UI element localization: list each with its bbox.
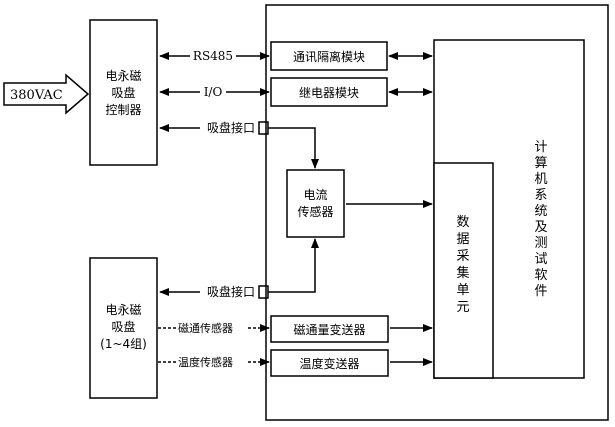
flux-sensor-label: 磁通传感器	[178, 322, 233, 335]
computer-label-char: 试	[534, 252, 547, 267]
computer-label-char: 测	[534, 236, 547, 251]
io-label: I/O	[204, 85, 223, 99]
controller-label-line1: 电永磁	[105, 68, 141, 83]
computer-label-char: 件	[534, 284, 547, 299]
daq-label-char: 单	[456, 283, 469, 298]
current-sensor-label-line2: 传感器	[297, 204, 333, 219]
daq-label-char: 元	[456, 300, 469, 315]
relay-module-box: 继电器模块	[270, 77, 388, 107]
daq-label-char: 集	[456, 265, 469, 281]
temp-sensor-label: 温度传感器	[178, 355, 233, 369]
comm-module-label: 通讯隔离模块	[293, 49, 365, 64]
comm-module-box: 通讯隔离模块	[270, 41, 388, 71]
computer-label-char: 软	[534, 268, 547, 283]
rs485-label: RS485	[193, 49, 233, 63]
relay-module-label: 继电器模块	[299, 86, 359, 100]
chuck-label-line2: 吸盘	[111, 319, 135, 334]
computer-label-char: 机	[534, 172, 547, 187]
computer-label-char: 系	[534, 188, 547, 203]
flux-transmitter-label: 磁通量变送器	[293, 322, 365, 337]
temp-transmitter-label: 温度变送器	[299, 356, 359, 371]
chuck-label-line1: 电永磁	[105, 302, 141, 317]
controller-box: 电永磁 吸盘 控制器	[89, 19, 158, 166]
computer-label-char: 计	[534, 140, 547, 155]
daq-label-char: 采	[456, 249, 469, 264]
computer-label-char: 及	[534, 220, 547, 235]
chuck-port-bottom-label: 吸盘接口	[207, 284, 255, 299]
chuck-port-bottom-to-sensor	[268, 238, 319, 293]
temp-transmitter-box: 温度变送器	[270, 349, 389, 377]
controller-label-line3: 控制器	[105, 103, 141, 117]
chuck-label-line3: (1~4组)	[100, 337, 147, 351]
controller-label-line2: 吸盘	[111, 85, 135, 100]
flux-transmitter-box: 磁通量变送器	[270, 315, 389, 343]
current-sensor-label-line1: 电流	[303, 188, 327, 202]
power-input-arrow: 380VAC	[3, 73, 90, 115]
chuck-port-top-to-sensor	[268, 127, 319, 169]
chuck-box: 电永磁 吸盘 (1~4组)	[89, 257, 158, 399]
current-sensor-box: 电流 传感器	[286, 169, 345, 238]
chuck-port-top-label: 吸盘接口	[207, 120, 255, 135]
computer-label-char: 算	[534, 156, 547, 171]
daq-label-char: 数	[456, 215, 469, 230]
power-input-label: 380VAC	[10, 88, 63, 103]
daq-label-char: 据	[456, 232, 469, 247]
computer-label-char: 统	[534, 204, 547, 219]
